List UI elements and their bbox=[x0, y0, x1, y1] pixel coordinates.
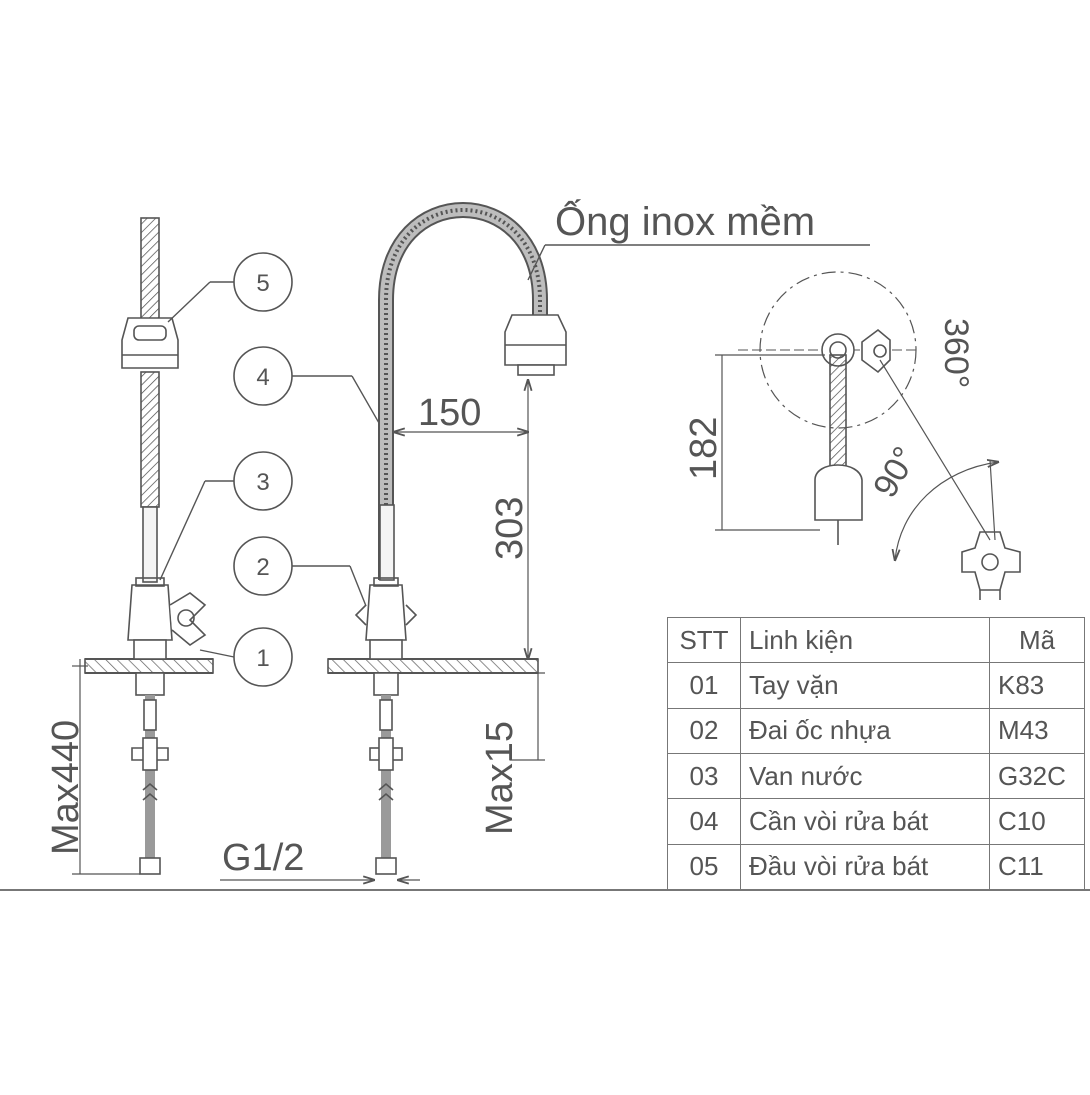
dim-303: 303 bbox=[489, 497, 531, 560]
callout-1-number: 1 bbox=[256, 645, 269, 672]
table-header-row: STT Linh kiện Mã bbox=[667, 616, 1085, 664]
cell-code: M43 bbox=[989, 707, 1085, 754]
cell-component: Tay vặn bbox=[740, 662, 990, 709]
table-row: 03 Van nước G32C bbox=[667, 752, 1085, 800]
dim-150: 150 bbox=[418, 392, 481, 434]
dim-max15: Max15 bbox=[479, 721, 521, 835]
top-view bbox=[715, 271, 1021, 600]
cell-stt: 01 bbox=[667, 662, 741, 709]
cell-component: Đầu vòi rửa bát bbox=[740, 843, 990, 891]
cell-stt: 03 bbox=[667, 752, 741, 800]
angle-360: 360° bbox=[937, 318, 975, 388]
cell-stt: 05 bbox=[667, 843, 741, 891]
header-component: Linh kiện bbox=[740, 616, 990, 664]
hose-label: Ống inox mềm bbox=[555, 198, 815, 244]
angle-90: 90° bbox=[866, 440, 925, 504]
table-row: 04 Cần vòi rửa bát C10 bbox=[667, 798, 1085, 845]
callout-4: 4 bbox=[233, 346, 384, 431]
callout-1: 1 bbox=[199, 627, 293, 687]
cell-code: C11 bbox=[989, 843, 1085, 891]
dim-g12: G1/2 bbox=[222, 837, 304, 879]
table-row: 05 Đầu vòi rửa bát C11 bbox=[667, 843, 1085, 891]
callout-5: 5 bbox=[167, 252, 293, 323]
cell-component: Đai ốc nhựa bbox=[740, 707, 990, 754]
cell-stt: 02 bbox=[667, 707, 741, 754]
callout-3: 3 bbox=[159, 451, 293, 581]
header-code: Mã bbox=[989, 616, 1085, 664]
cell-code: C10 bbox=[989, 798, 1085, 845]
center-faucet-view bbox=[220, 202, 870, 880]
cell-component: Cần vòi rửa bát bbox=[740, 798, 990, 845]
cell-code: G32C bbox=[989, 752, 1085, 800]
parts-table: STT Linh kiện Mã 01 Tay vặn K83 02 Đai ố… bbox=[667, 616, 1085, 891]
table-row: 01 Tay vặn K83 bbox=[667, 662, 1085, 709]
dim-max440: Max440 bbox=[45, 720, 87, 855]
callout-3-number: 3 bbox=[256, 469, 269, 496]
callout-2-number: 2 bbox=[256, 554, 269, 581]
left-faucet-view bbox=[72, 217, 214, 875]
callout-2: 2 bbox=[233, 536, 367, 607]
cell-component: Van nước bbox=[740, 752, 990, 800]
dim-182: 182 bbox=[683, 417, 725, 480]
table-row: 02 Đai ốc nhựa M43 bbox=[667, 707, 1085, 754]
header-stt: STT bbox=[667, 616, 741, 664]
cell-code: K83 bbox=[989, 662, 1085, 709]
callout-4-number: 4 bbox=[256, 364, 269, 391]
cell-stt: 04 bbox=[667, 798, 741, 845]
callout-5-number: 5 bbox=[256, 270, 269, 297]
